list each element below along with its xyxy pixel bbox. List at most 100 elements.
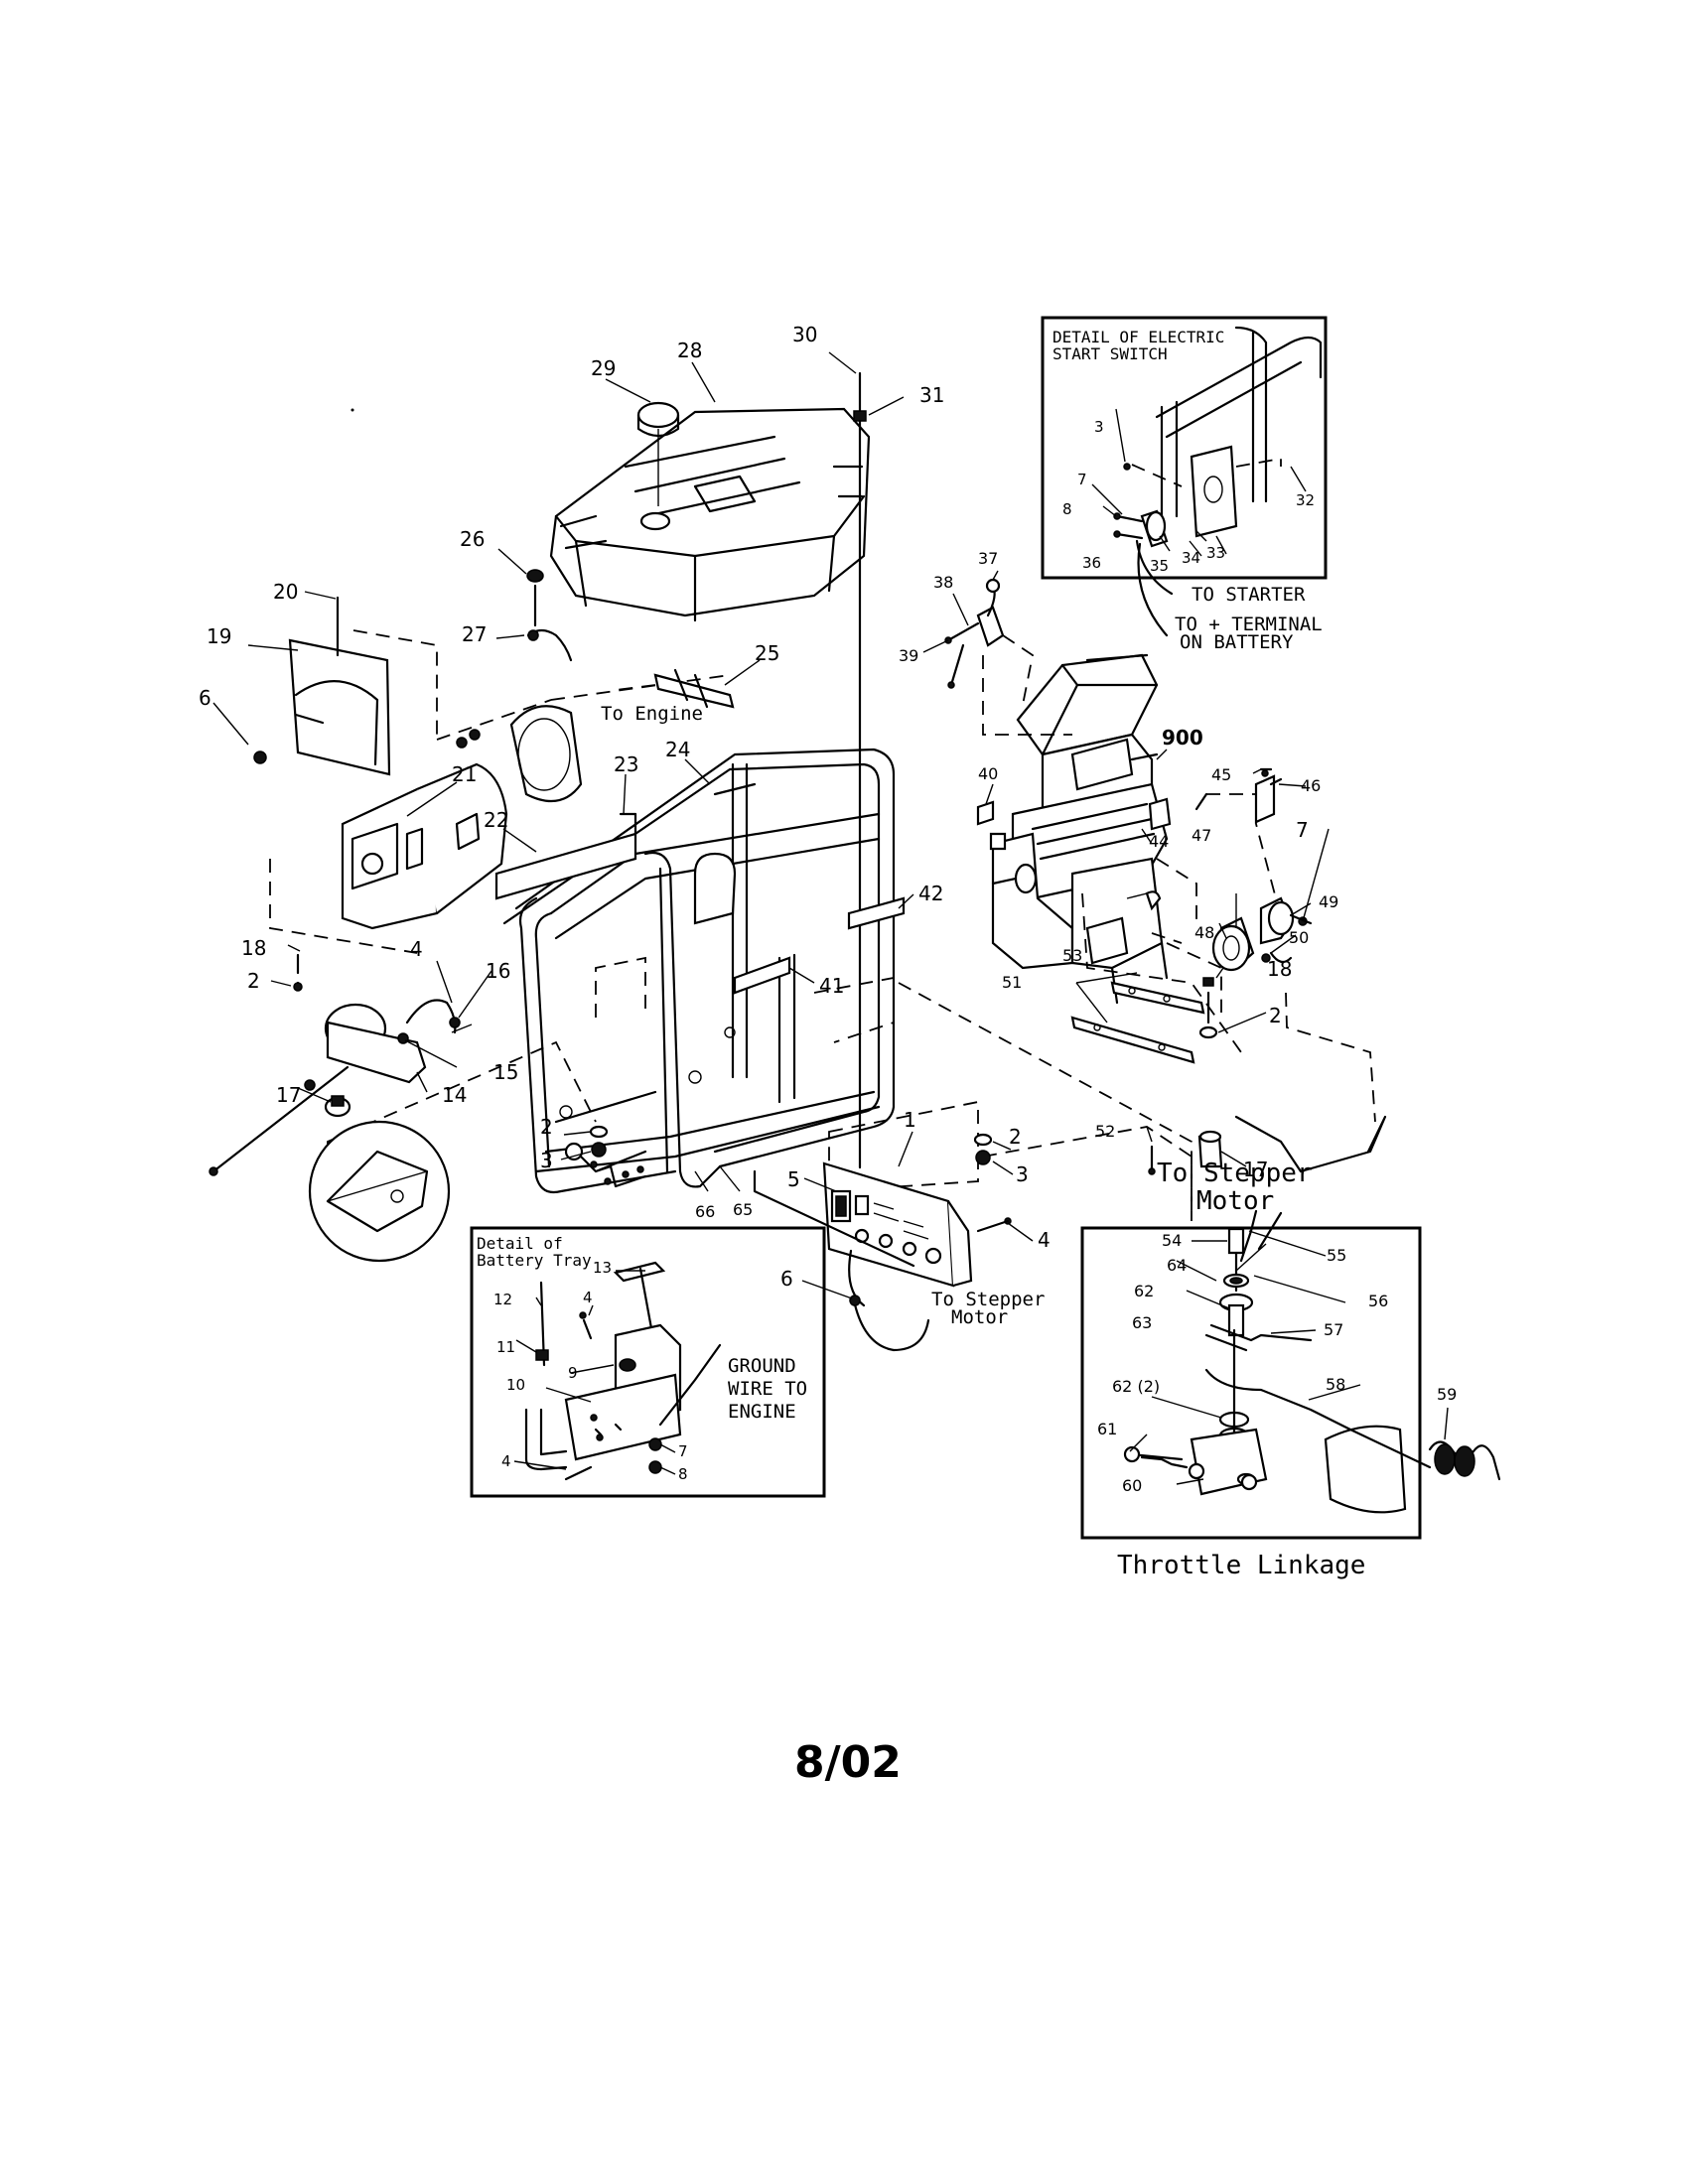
to-engine-label: To Engine xyxy=(601,703,703,725)
callout-4: 4 xyxy=(410,937,423,961)
callout-4: 4 xyxy=(501,1452,511,1470)
to-terminal-label-2: ON BATTERY xyxy=(1180,631,1294,653)
callout-2: 2 xyxy=(540,1115,553,1139)
callout-17: 17 xyxy=(1243,1158,1268,1181)
callout-63: 63 xyxy=(1132,1313,1152,1332)
callout-2: 2 xyxy=(1009,1125,1022,1149)
leader-lines xyxy=(212,351,1449,1485)
adapter-ring xyxy=(436,674,731,803)
callout-900: 900 xyxy=(1162,726,1203,750)
callout-47: 47 xyxy=(1192,826,1211,845)
callout-62: 62 xyxy=(1134,1282,1154,1300)
electric-start-title-2: START SWITCH xyxy=(1052,344,1168,363)
callout-numbers: 1 2 2 2 2 3 3 3 4 4 4 4 5 6 6 7 7 7 8 8 … xyxy=(199,323,1457,1495)
to-stepper-motor-small-2: Motor xyxy=(951,1306,1008,1328)
date-code: 8/02 xyxy=(794,1737,902,1788)
callout-46: 46 xyxy=(1301,776,1321,795)
callout-35: 35 xyxy=(1150,557,1169,575)
engine-label-plate xyxy=(976,800,995,826)
callout-1: 1 xyxy=(904,1108,916,1132)
battery-tray-detail-box xyxy=(470,1226,826,1498)
throttle-linkage-caption: Throttle Linkage xyxy=(1117,1551,1365,1580)
callout-18: 18 xyxy=(241,936,266,960)
to-terminal-label-1: TO + TERMINAL xyxy=(1175,614,1323,635)
callout-39: 39 xyxy=(899,646,918,665)
ground-wire-label-3: ENGINE xyxy=(728,1401,796,1423)
callout-65: 65 xyxy=(733,1200,753,1219)
callout-25: 25 xyxy=(755,641,779,665)
callout-56: 56 xyxy=(1368,1292,1388,1310)
rear-support-bracket xyxy=(209,953,597,1176)
callout-4: 4 xyxy=(583,1289,593,1306)
callout-60: 60 xyxy=(1122,1476,1142,1495)
callout-42: 42 xyxy=(918,882,943,905)
callout-57: 57 xyxy=(1324,1320,1343,1339)
to-stepper-motor-small-1: To Stepper xyxy=(931,1289,1045,1310)
callout-29: 29 xyxy=(591,356,616,380)
callout-58: 58 xyxy=(1326,1375,1345,1394)
to-stepper-motor-large-1: To Stepper xyxy=(1157,1159,1313,1188)
callout-55: 55 xyxy=(1327,1246,1346,1265)
callout-7: 7 xyxy=(678,1442,688,1460)
fuel-cap xyxy=(636,401,680,506)
ground-wire-label-2: WIRE TO xyxy=(728,1378,807,1400)
callout-22: 22 xyxy=(484,808,508,832)
callout-21: 21 xyxy=(452,762,477,786)
callout-33: 33 xyxy=(1206,544,1225,562)
callout-11: 11 xyxy=(496,1338,515,1356)
air-cleaner xyxy=(1151,767,1376,1123)
engine-brace xyxy=(615,668,735,709)
callout-3: 3 xyxy=(1094,418,1104,436)
callout-62-2: 62 (2) xyxy=(1112,1377,1160,1396)
callout-50: 50 xyxy=(1289,928,1309,947)
callout-52: 52 xyxy=(1095,1122,1115,1141)
callout-64: 64 xyxy=(1167,1256,1187,1275)
ground-wire-label-1: GROUND xyxy=(728,1355,796,1377)
fan-shroud xyxy=(253,596,438,776)
callout-48: 48 xyxy=(1194,923,1214,942)
callout-20: 20 xyxy=(273,580,298,604)
stray-dot xyxy=(351,408,354,412)
callout-3: 3 xyxy=(540,1149,553,1172)
battery-tray-title-1: Detail of xyxy=(477,1234,563,1253)
callout-38: 38 xyxy=(933,573,953,592)
callout-6: 6 xyxy=(780,1267,793,1291)
callout-40: 40 xyxy=(978,764,998,783)
callout-10: 10 xyxy=(506,1376,525,1394)
callout-16: 16 xyxy=(486,959,510,983)
callout-2: 2 xyxy=(247,969,260,993)
frame-panel xyxy=(494,812,637,900)
callout-36: 36 xyxy=(1082,554,1101,572)
callout-8: 8 xyxy=(678,1465,688,1483)
callout-28: 28 xyxy=(677,339,702,362)
callout-9: 9 xyxy=(568,1364,578,1382)
callout-53: 53 xyxy=(1062,946,1082,965)
callout-51: 51 xyxy=(1002,973,1022,992)
callout-18: 18 xyxy=(1267,957,1292,981)
fuel-valve-parts xyxy=(526,569,573,662)
frame-hardware xyxy=(589,1125,993,1165)
control-panel xyxy=(753,1161,1012,1352)
callout-17: 17 xyxy=(276,1083,301,1107)
ignition-switch xyxy=(944,578,1035,706)
callout-32: 32 xyxy=(1296,491,1315,509)
battery-tray-title-2: Battery Tray xyxy=(477,1251,592,1270)
callout-30: 30 xyxy=(792,323,817,346)
callout-5: 5 xyxy=(787,1167,800,1191)
callout-2: 2 xyxy=(1269,1004,1282,1027)
engine xyxy=(982,653,1242,1053)
callout-66: 66 xyxy=(695,1202,715,1221)
callout-34: 34 xyxy=(1182,549,1200,567)
callout-6: 6 xyxy=(199,686,211,710)
frame xyxy=(502,748,906,1194)
electric-start-title-1: DETAIL OF ELECTRIC xyxy=(1052,328,1224,346)
callout-41: 41 xyxy=(819,974,844,998)
callout-24: 24 xyxy=(665,738,690,761)
callout-23: 23 xyxy=(614,752,638,776)
callout-49: 49 xyxy=(1319,892,1338,911)
callout-7: 7 xyxy=(1077,471,1087,488)
throttle-linkage-box xyxy=(1080,1115,1501,1540)
callout-7: 7 xyxy=(1296,818,1309,842)
callout-45: 45 xyxy=(1211,765,1231,784)
